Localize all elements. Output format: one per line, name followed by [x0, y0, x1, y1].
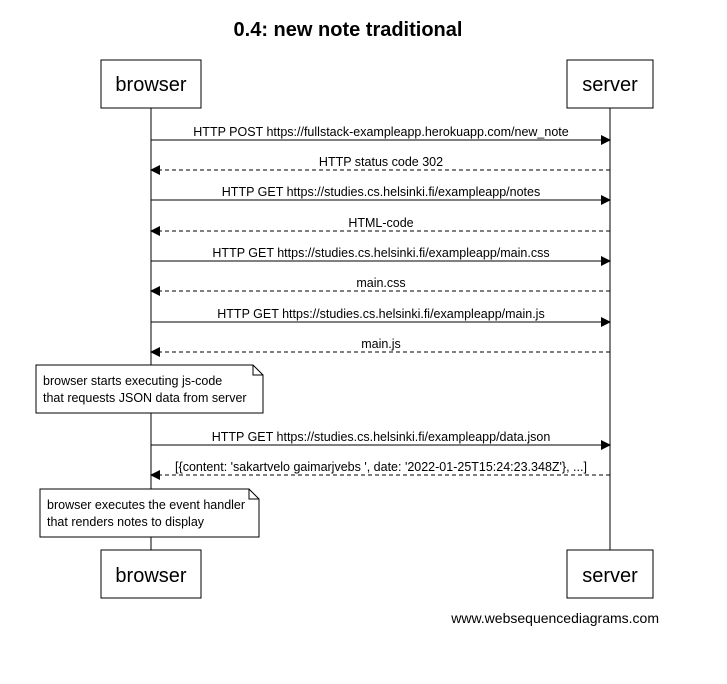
participant-label: browser: [115, 565, 186, 587]
message-label: main.js: [361, 337, 401, 351]
participant-browser-top: browser: [100, 59, 202, 109]
note: browser executes the event handler that …: [39, 488, 260, 538]
participant-browser-bottom: browser: [100, 549, 202, 599]
watermark: www.websequencediagrams.com: [450, 610, 659, 626]
message-label: HTTP status code 302: [319, 155, 443, 169]
participant-label: server: [582, 74, 638, 96]
participant-server-top: server: [566, 59, 654, 109]
message-arrow: HTTP GET https://studies.cs.helsinki.fi/…: [151, 185, 611, 205]
message-label: [{content: 'sakartvelo gaimarjvebs ', da…: [175, 460, 587, 474]
note-line: that renders notes to display: [47, 515, 205, 529]
message-arrow: HTTP GET https://studies.cs.helsinki.fi/…: [151, 246, 611, 266]
note-line: browser starts executing js-code: [43, 374, 222, 388]
message-arrow: main.css: [150, 276, 610, 296]
message-arrow: [{content: 'sakartvelo gaimarjvebs ', da…: [150, 460, 610, 480]
message-label: HTML-code: [348, 216, 413, 230]
message-label: HTTP POST https://fullstack-exampleapp.h…: [193, 125, 568, 139]
note-line: browser executes the event handler: [47, 498, 245, 512]
note: browser starts executing js-code that re…: [35, 364, 264, 414]
participant-server-bottom: server: [566, 549, 654, 599]
message-label: main.css: [356, 276, 405, 290]
participant-label: browser: [115, 74, 186, 96]
message-label: HTTP GET https://studies.cs.helsinki.fi/…: [217, 307, 544, 321]
message-label: HTTP GET https://studies.cs.helsinki.fi/…: [212, 430, 551, 444]
message-arrow: HTTP POST https://fullstack-exampleapp.h…: [151, 125, 611, 145]
note-line: that requests JSON data from server: [43, 391, 247, 405]
message-label: HTTP GET https://studies.cs.helsinki.fi/…: [212, 246, 549, 260]
message-arrow: HTTP GET https://studies.cs.helsinki.fi/…: [151, 430, 611, 450]
message-arrow: HTML-code: [150, 216, 610, 236]
diagram-title: 0.4: new note traditional: [234, 19, 463, 41]
message-arrow: HTTP status code 302: [150, 155, 610, 175]
message-arrow: HTTP GET https://studies.cs.helsinki.fi/…: [151, 307, 611, 327]
message-label: HTTP GET https://studies.cs.helsinki.fi/…: [222, 185, 540, 199]
participant-label: server: [582, 565, 638, 587]
message-arrow: main.js: [150, 337, 610, 357]
